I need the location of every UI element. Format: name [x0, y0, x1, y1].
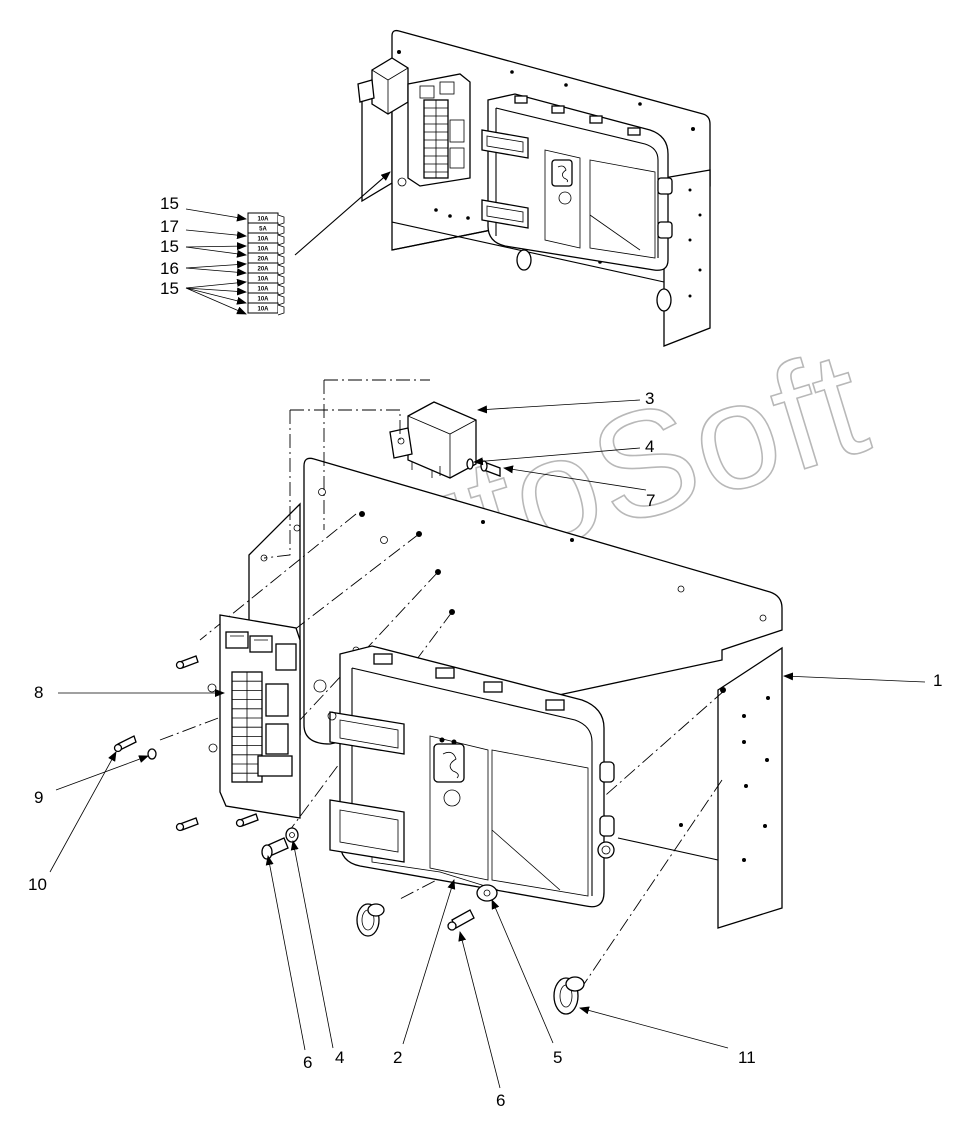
fuse-rating-label: 10A	[257, 217, 269, 223]
callout-6: 6	[496, 1091, 505, 1110]
fuse-9: 10A	[247, 292, 285, 306]
fuse-rating-label: 5A	[259, 227, 267, 233]
callout-3: 3	[645, 389, 654, 408]
callout-16: 16	[160, 259, 179, 278]
fuse-board	[207, 614, 301, 819]
assembled-right-bracket	[663, 169, 711, 347]
hose-clamp-11	[553, 976, 585, 1015]
callout-15: 15	[160, 194, 179, 213]
fuse-5: 20A	[247, 252, 285, 266]
ecu-module	[327, 645, 615, 908]
callout-7: 7	[646, 491, 655, 510]
callout-11: 11	[738, 1048, 756, 1067]
zoom-arrow	[294, 171, 391, 256]
fuse-rating-label: 10A	[257, 287, 269, 293]
callout-8: 8	[34, 683, 43, 702]
assembled-clamp	[516, 249, 532, 271]
assembled-view	[294, 29, 711, 347]
assembly-lines	[159, 379, 726, 991]
exploded-view	[113, 379, 783, 1015]
fuse-stack: 10A 5A 10A 10A 20A 20A 10A 10A 10A 10A	[247, 212, 285, 316]
fuse-rating-label: 10A	[257, 307, 269, 313]
callouts: 3 4 7 1 8 9 10 6 4 2 5 11 6	[28, 389, 942, 1110]
callout-1: 1	[933, 671, 942, 690]
callout-4: 4	[335, 1048, 344, 1067]
callout-5: 5	[553, 1048, 562, 1067]
callout-10: 10	[28, 875, 47, 894]
fuse-10: 10A	[247, 302, 285, 316]
callout-15: 15	[160, 237, 179, 256]
fuse-board-screws	[175, 655, 259, 832]
assembled-fuse-board	[397, 73, 471, 187]
fuse-2: 5A	[247, 222, 285, 236]
washer-9	[147, 748, 157, 760]
callout-6: 6	[303, 1053, 312, 1072]
callout-2: 2	[393, 1048, 402, 1067]
fuse-rating-label: 10A	[257, 237, 269, 243]
assembled-clamp-right	[656, 288, 672, 312]
callout-4: 4	[645, 437, 654, 456]
washer-5	[476, 884, 498, 902]
callout-17: 17	[160, 217, 179, 236]
fuse-rating-label: 20A	[257, 267, 269, 273]
fuse-6: 20A	[247, 262, 285, 276]
fuse-legend: 10A 5A 10A 10A 20A 20A 10A 10A 10A 10A 15 17 15 1…	[160, 194, 285, 316]
fuse-3: 10A	[247, 232, 285, 246]
panel-holes	[252, 488, 770, 862]
callout-9: 9	[34, 788, 43, 807]
panel-right-bracket	[717, 646, 783, 929]
callout-15: 15	[160, 279, 179, 298]
fuse-rating-label: 10A	[257, 277, 269, 283]
fuse-rating-label: 10A	[257, 297, 269, 303]
assembled-ecu	[481, 93, 673, 271]
fuse-rating-label: 20A	[257, 257, 269, 263]
hose-clamp	[356, 903, 385, 937]
fuse-rating-label: 10A	[257, 247, 269, 253]
bolt-and-washer	[261, 827, 299, 860]
assembled-relay	[357, 57, 409, 115]
